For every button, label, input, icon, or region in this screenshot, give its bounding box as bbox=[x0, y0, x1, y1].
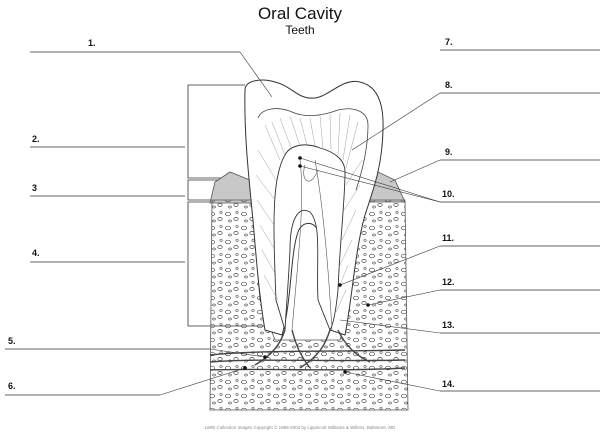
leader-dots bbox=[243, 156, 370, 374]
vessels-and-nerves bbox=[209, 329, 406, 371]
answer-lines bbox=[5, 49, 600, 396]
copyright-notice: LWW Collection Images Copyright © 1989-2… bbox=[204, 425, 396, 430]
leader-lines bbox=[159, 51, 441, 396]
label-number-12: 12. bbox=[442, 277, 455, 287]
diagram-subtitle: Teeth bbox=[285, 23, 315, 37]
label-number-14: 14. bbox=[442, 379, 455, 389]
label-number-13: 13. bbox=[442, 320, 455, 330]
label-number-6: 6. bbox=[8, 381, 16, 391]
label-number-8: 8. bbox=[445, 80, 453, 90]
diagram-title: Oral Cavity bbox=[257, 4, 343, 23]
label-number-9: 9. bbox=[445, 147, 453, 157]
label-number-11: 11. bbox=[442, 233, 455, 243]
tooth bbox=[244, 79, 384, 336]
label-number-10: 10. bbox=[442, 189, 455, 199]
label-number-3: 3 bbox=[32, 183, 38, 193]
label-number-7: 7. bbox=[445, 37, 453, 47]
label-number-4: 4. bbox=[32, 248, 40, 258]
label-number-1: 1. bbox=[88, 38, 96, 48]
label-number-2: 2. bbox=[32, 134, 40, 144]
label-number-5: 5. bbox=[8, 336, 16, 346]
